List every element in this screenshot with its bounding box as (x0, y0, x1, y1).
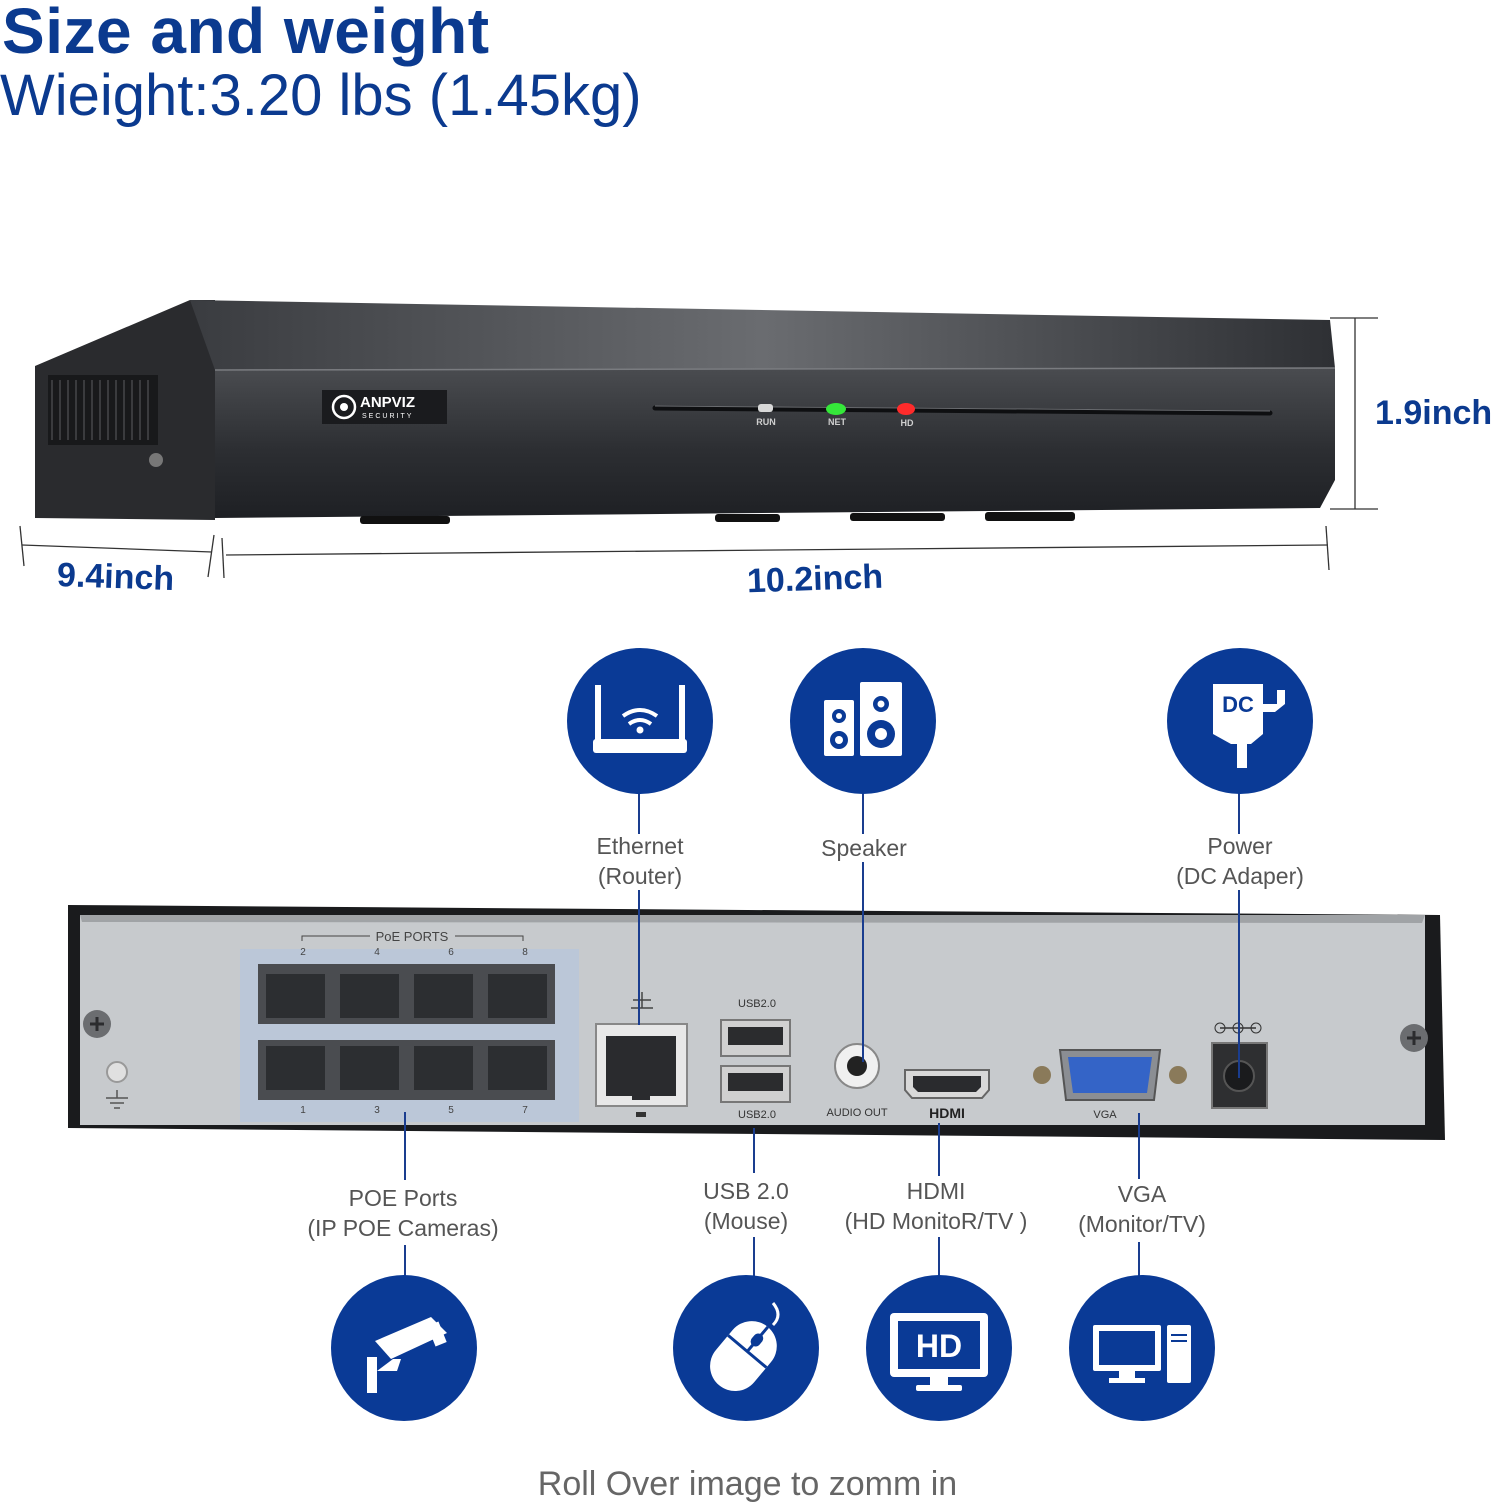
poe-callout: POE Ports (IP POE Cameras) (283, 1183, 523, 1243)
hdmi-callout: HDMI (HD MonitoR/TV ) (826, 1176, 1046, 1236)
usb-connector-line (753, 1237, 755, 1277)
mouse-icon (673, 1275, 819, 1421)
run-led (758, 404, 773, 412)
net-led (826, 403, 846, 415)
poe-sublabel: (IP POE Cameras) (307, 1215, 499, 1241)
led-label-hd: HD (901, 418, 914, 428)
nvr-front-view[interactable]: ANPVIZ SECURITY RUN NET HD (0, 280, 1495, 600)
poe-top-num: 8 (522, 947, 528, 958)
usb-sublabel: (Mouse) (703, 1208, 789, 1234)
poe-bottom-num: 7 (522, 1105, 528, 1116)
speaker-icon (790, 648, 936, 794)
poe-connector-line (404, 1245, 406, 1277)
dc-icon-text: DC (1222, 692, 1254, 717)
power-sublabel: (DC Adaper) (1176, 863, 1304, 889)
side-vents (48, 375, 158, 445)
zoom-hint: Roll Over image to zomm in (537, 1465, 958, 1503)
hdmi-callout-sublabel: (HD MonitoR/TV ) (844, 1208, 1028, 1234)
brand-sub: SECURITY (362, 413, 413, 420)
hdmi-connector-line (938, 1123, 940, 1176)
poe-label: POE Ports (348, 1185, 458, 1211)
dc-power-icon: DC (1167, 648, 1313, 794)
dimension-lines (19, 317, 1378, 579)
router-icon (567, 648, 713, 794)
network-symbol-icon (631, 992, 653, 1009)
camera-icon (331, 1275, 477, 1421)
vga-screw-right-icon (1169, 1066, 1187, 1084)
vga-callout-sublabel: (Monitor/TV) (1078, 1211, 1206, 1237)
ethernet-connector-line (638, 790, 640, 834)
poe-top-num: 6 (448, 947, 454, 958)
vga-screw-left-icon (1033, 1066, 1051, 1084)
poe-bottom-num: 1 (300, 1105, 306, 1116)
hd-led (897, 403, 915, 415)
computer-icon (1069, 1275, 1215, 1421)
vga-callout: VGA (Monitor/TV) (1042, 1179, 1242, 1239)
usb-bottom-label: USB2.0 (738, 1109, 776, 1121)
poe-bottom-num: 3 (374, 1105, 380, 1116)
power-connector-line (1238, 890, 1240, 1078)
ethernet-connector-line (638, 890, 640, 1025)
poe-top-num: 4 (374, 947, 380, 958)
vga-connector-line (1138, 1113, 1140, 1179)
led-label-net: NET (828, 417, 847, 427)
depth-dimension: 9.4inch (56, 555, 175, 599)
led-label-run: RUN (756, 417, 776, 427)
poe-header-label: PoE PORTS (376, 929, 449, 944)
vga-callout-label: VGA (1117, 1181, 1167, 1207)
speaker-label: Speaker (821, 835, 907, 861)
nvr-front-panel (215, 368, 1335, 518)
nvr-top-panel (190, 300, 1335, 370)
page-title: Size and weight (2, 0, 490, 67)
ethernet-label: Ethernet (596, 833, 684, 859)
side-screw-icon (149, 453, 163, 467)
width-dimension: 10.2inch (746, 557, 884, 601)
ground-terminal-icon (106, 1061, 128, 1083)
speaker-connector-line (862, 862, 864, 1062)
hdmi-connector-line (938, 1237, 940, 1277)
brand-name: ANPVIZ (360, 394, 415, 411)
speaker-connector-line (862, 793, 864, 834)
hd-icon-text: HD (916, 1328, 962, 1364)
hd-monitor-icon: HD (866, 1275, 1012, 1421)
poe-top-num: 2 (300, 947, 306, 958)
vga-label: VGA (1093, 1109, 1117, 1121)
usb-label: USB 2.0 (703, 1178, 789, 1204)
usb-connector-line (753, 1128, 755, 1173)
usb-top-label: USB2.0 (738, 998, 776, 1010)
poe-ports[interactable] (258, 964, 555, 1100)
ethernet-sublabel: (Router) (597, 863, 683, 889)
power-callout: Power (DC Adaper) (1140, 831, 1340, 891)
ethernet-callout: Ethernet (Router) (540, 831, 740, 891)
usb-callout: USB 2.0 (Mouse) (646, 1176, 846, 1236)
power-label: Power (1207, 833, 1273, 859)
nvr-rear-panel[interactable]: PoE PORTS 2 4 6 8 1 3 5 7 USB2.0 USB2.0 … (60, 900, 1450, 1150)
hdmi-callout-label: HDMI (906, 1178, 966, 1204)
brand-logo-icon (331, 394, 357, 420)
vga-connector-line (1138, 1242, 1140, 1277)
hdmi-label: HDMI (929, 1105, 965, 1121)
poe-connector-line (404, 1112, 406, 1180)
speaker-callout: Speaker (764, 833, 964, 863)
audio-out-label: AUDIO OUT (826, 1107, 887, 1119)
power-connector-line (1238, 790, 1240, 834)
height-dimension: 1.9inch (1375, 394, 1493, 432)
weight-text: Wieight:3.20 lbs (1.45kg) (0, 63, 642, 128)
poe-bottom-num: 5 (448, 1105, 454, 1116)
